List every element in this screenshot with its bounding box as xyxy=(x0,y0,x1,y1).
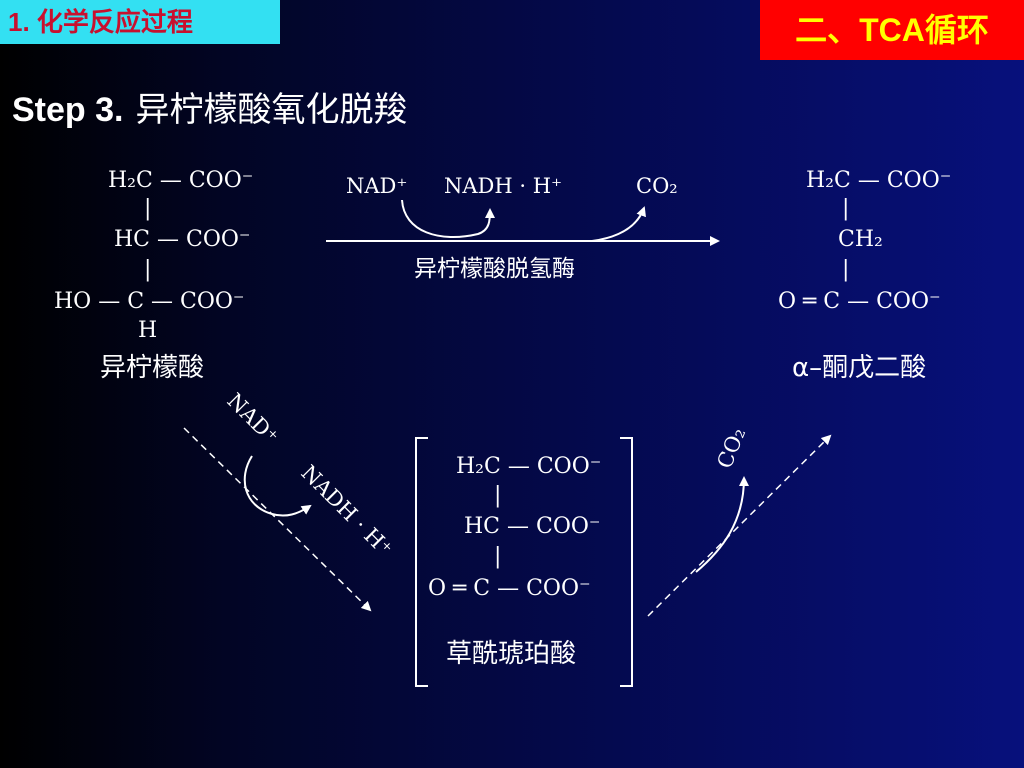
oxalo-row1: H₂C — COO⁻ xyxy=(456,454,601,479)
left-curve-arrow xyxy=(243,455,312,517)
isocitrate-bond2: | xyxy=(144,257,151,282)
oxalo-row3: O ═ C — COO⁻ xyxy=(428,576,591,601)
oxalo-label: 草酰琥珀酸 xyxy=(446,639,576,669)
akg-row3: O ═ C — COO⁻ xyxy=(778,289,941,314)
oxalosuccinate-structure: H₂C — COO⁻ | HC — COO⁻ | O ═ C — COO⁻ 草酰… xyxy=(415,437,633,687)
left-step: NAD⁺ NADH · H⁺ xyxy=(183,389,397,612)
alpha-ketoglutarate-structure: H₂C — COO⁻ | CH₂ | O ═ C — COO⁻ α–酮戊二酸 xyxy=(778,168,951,383)
co2-curve-arrow xyxy=(591,206,646,242)
section-tag: 1. 化学反应过程 xyxy=(0,0,280,44)
isocitrate-row2: HC — COO⁻ xyxy=(114,227,251,252)
main-reaction: NAD⁺ NADH · H⁺ CO₂ 异柠檬酸脱氢酶 xyxy=(326,174,720,282)
isocitrate-row4: H xyxy=(138,318,157,343)
isocitrate-structure: H₂C — COO⁻ | HC — COO⁻ | HO — C — COO⁻ H… xyxy=(54,168,253,383)
left-dashed-arrow xyxy=(183,427,372,612)
right-bracket xyxy=(620,437,633,687)
akg-row1: H₂C — COO⁻ xyxy=(806,168,951,193)
right-step: CO₂ xyxy=(647,424,832,617)
step-name: 异柠檬酸氧化脱羧 xyxy=(135,91,408,129)
enzyme-label: 异柠檬酸脱氢酶 xyxy=(414,256,575,282)
step-number: Step 3. xyxy=(12,91,124,129)
chapter-tag: 二、TCA循环 xyxy=(760,0,1024,60)
oxalo-bond1: | xyxy=(494,483,501,508)
main-nad-label: NAD⁺ xyxy=(346,174,407,198)
main-co2-label: CO₂ xyxy=(636,174,678,198)
isocitrate-bond1: | xyxy=(144,196,151,221)
akg-label: α–酮戊二酸 xyxy=(792,353,926,383)
left-bracket xyxy=(415,437,428,687)
co2-release-curve-arrow xyxy=(695,476,749,573)
main-nadh-label: NADH · H⁺ xyxy=(444,174,562,198)
oxalo-row2: HC — COO⁻ xyxy=(464,514,601,539)
oxalo-bond2: | xyxy=(494,544,501,569)
isocitrate-row1: H₂C — COO⁻ xyxy=(108,168,253,193)
akg-bond2: | xyxy=(842,257,849,282)
isocitrate-row3: HO — C — COO⁻ xyxy=(54,289,245,314)
akg-row2: CH₂ xyxy=(838,227,883,252)
nad-curve-arrow xyxy=(401,199,495,238)
akg-bond1: | xyxy=(842,196,849,221)
left-nad-label: NAD⁺ xyxy=(222,389,282,449)
left-nadh-label: NADH · H⁺ xyxy=(296,461,396,561)
step-title: Step 3. 异柠檬酸氧化脱羧 xyxy=(12,82,407,131)
right-co2-label: CO₂ xyxy=(712,424,750,472)
isocitrate-label: 异柠檬酸 xyxy=(100,353,204,383)
right-dashed-arrow xyxy=(647,434,832,617)
